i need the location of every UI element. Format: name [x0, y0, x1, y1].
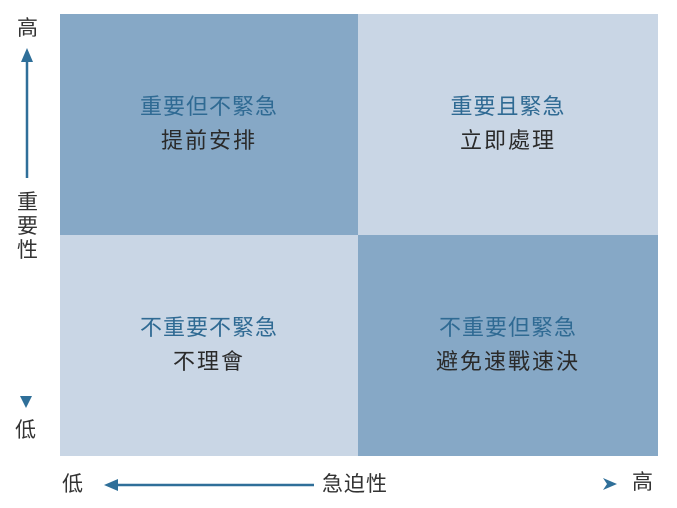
x-axis-label: 急迫性 [322, 472, 388, 496]
quadrant-important-not-urgent: 重要但不緊急 提前安排 [60, 14, 358, 235]
quadrant-title: 重要且緊急 [450, 94, 566, 120]
arrow-right-icon [603, 478, 617, 490]
quadrant-important-urgent: 重要且緊急 立即處理 [358, 14, 658, 235]
arrow-down-icon [20, 396, 32, 408]
y-axis-low-label: 低 [15, 418, 36, 442]
x-axis-low-label: 低 [62, 472, 83, 496]
quadrant-action: 提前安排 [160, 128, 257, 154]
y-axis-high-label: 高 [17, 16, 38, 40]
quadrant-not-important-urgent: 不重要但緊急 避免速戰速決 [358, 235, 658, 456]
x-axis-high-label: 高 [632, 470, 653, 494]
quadrant-action: 不理會 [172, 349, 245, 375]
arrow-left-icon [104, 479, 314, 491]
quadrant-title: 不重要不緊急 [139, 315, 278, 341]
y-axis-label: 重 要 性 [17, 190, 38, 262]
arrow-up-icon [21, 48, 33, 178]
quadrant-not-important-not-urgent: 不重要不緊急 不理會 [60, 235, 358, 456]
quadrant-action: 立即處理 [459, 128, 556, 154]
quadrant-action: 避免速戰速決 [435, 349, 580, 375]
quadrant-title: 重要但不緊急 [139, 94, 278, 120]
quadrant-title: 不重要但緊急 [438, 315, 577, 341]
